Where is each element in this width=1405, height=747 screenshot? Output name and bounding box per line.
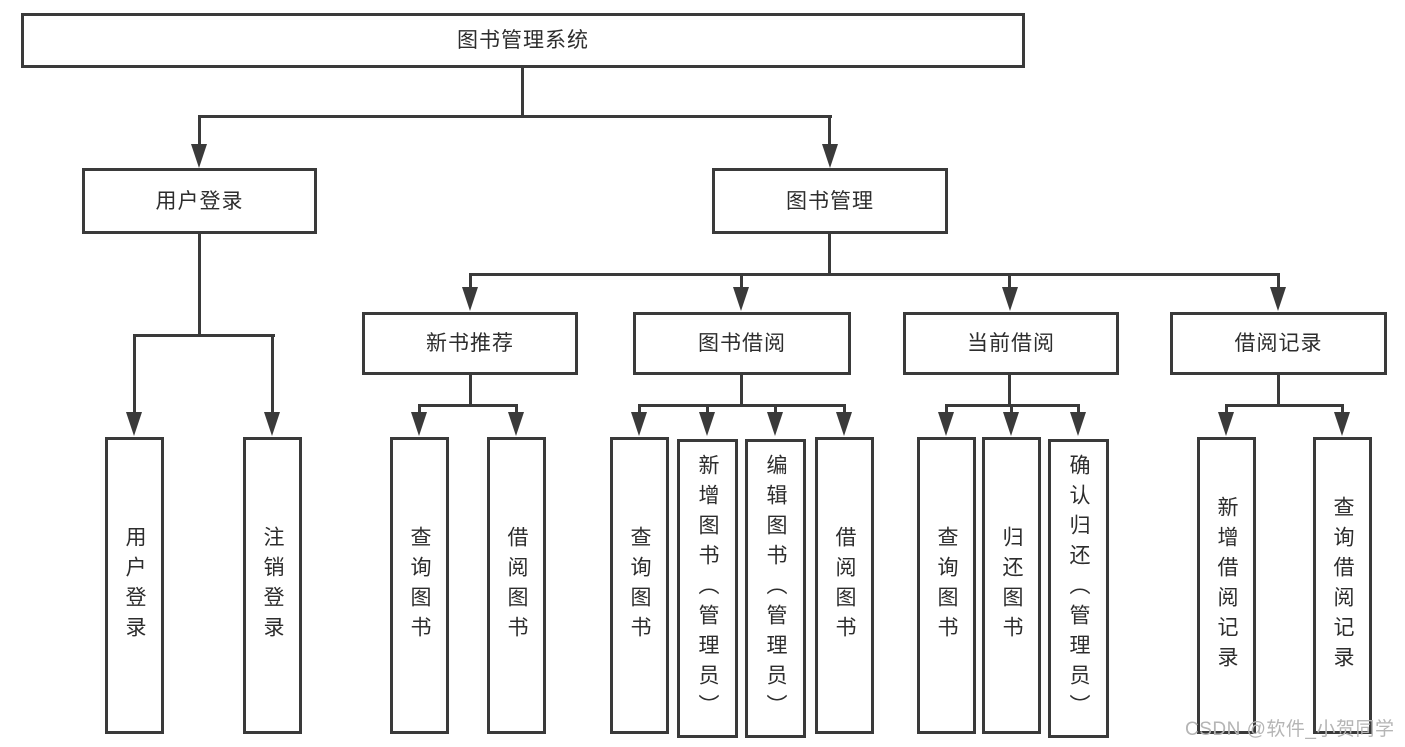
arrowhead-down-icon: [1070, 412, 1086, 436]
arrowhead-down-icon: [767, 412, 783, 436]
arrowhead-down-icon: [699, 412, 715, 436]
connector-line: [638, 404, 846, 407]
connector-line: [198, 115, 201, 146]
node-borrow-records: 借阅记录: [1170, 312, 1387, 375]
arrowhead-down-icon: [411, 412, 427, 436]
arrowhead-down-icon: [1270, 287, 1286, 311]
connector-line: [828, 115, 831, 146]
connector-line: [638, 404, 641, 413]
connector-line: [1225, 404, 1228, 413]
arrowhead-down-icon: [733, 287, 749, 311]
connector-line: [774, 404, 777, 413]
leaf-user-login: 用户登录: [105, 437, 164, 734]
leaf-query-borrow-record: 查询借阅记录: [1313, 437, 1372, 734]
arrowhead-down-icon: [462, 287, 478, 311]
connector-line: [198, 115, 832, 118]
connector-line: [198, 234, 201, 337]
connector-line: [706, 404, 709, 413]
connector-line: [1010, 404, 1013, 413]
connector-line: [469, 375, 472, 406]
leaf-return-books: 归还图书: [982, 437, 1041, 734]
connector-line: [843, 404, 846, 413]
connector-line: [1077, 404, 1080, 413]
connector-line: [133, 334, 136, 413]
connector-line: [521, 68, 524, 117]
connector-line: [418, 404, 518, 407]
arrowhead-down-icon: [264, 412, 280, 436]
leaf-add-borrow-record: 新增借阅记录: [1197, 437, 1256, 734]
connector-line: [1008, 273, 1011, 288]
connector-line: [1008, 375, 1011, 406]
arrowhead-down-icon: [191, 144, 207, 168]
arrowhead-down-icon: [822, 144, 838, 168]
node-current-borrow: 当前借阅: [903, 312, 1119, 375]
connector-line: [1341, 404, 1344, 413]
node-root: 图书管理系统: [21, 13, 1025, 68]
connector-line: [1277, 375, 1280, 406]
node-book-borrow: 图书借阅: [633, 312, 851, 375]
leaf-logout: 注销登录: [243, 437, 302, 734]
node-user-login: 用户登录: [82, 168, 317, 234]
connector-line: [515, 404, 518, 413]
arrowhead-down-icon: [938, 412, 954, 436]
connector-line: [945, 404, 948, 413]
leaf-add-books-admin: 新增图书（管理员）: [677, 439, 738, 738]
leaf-edit-books-admin: 编辑图书（管理员）: [745, 439, 806, 738]
leaf-query-books-current: 查询图书: [917, 437, 976, 734]
leaf-borrow-books: 借阅图书: [815, 437, 874, 734]
connector-line: [469, 273, 1280, 276]
leaf-borrow-books-recommend: 借阅图书: [487, 437, 546, 734]
connector-line: [418, 404, 421, 413]
leaf-query-books-borrow: 查询图书: [610, 437, 669, 734]
arrowhead-down-icon: [836, 412, 852, 436]
csdn-watermark: CSDN @软件_小贺同学: [1185, 719, 1395, 740]
arrowhead-down-icon: [1003, 412, 1019, 436]
arrowhead-down-icon: [631, 412, 647, 436]
connector-line: [469, 273, 472, 288]
connector-line: [133, 334, 275, 337]
leaf-confirm-return-admin: 确认归还（管理员）: [1048, 439, 1109, 738]
connector-line: [1225, 404, 1344, 407]
arrowhead-down-icon: [508, 412, 524, 436]
arrowhead-down-icon: [126, 412, 142, 436]
node-new-book-recommend: 新书推荐: [362, 312, 578, 375]
connector-line: [740, 273, 743, 288]
connector-line: [828, 234, 831, 276]
connector-line: [271, 334, 274, 413]
connector-line: [1277, 273, 1280, 288]
arrowhead-down-icon: [1218, 412, 1234, 436]
node-book-management: 图书管理: [712, 168, 948, 234]
leaf-query-books-recommend: 查询图书: [390, 437, 449, 734]
arrowhead-down-icon: [1002, 287, 1018, 311]
arrowhead-down-icon: [1334, 412, 1350, 436]
connector-line: [740, 375, 743, 406]
